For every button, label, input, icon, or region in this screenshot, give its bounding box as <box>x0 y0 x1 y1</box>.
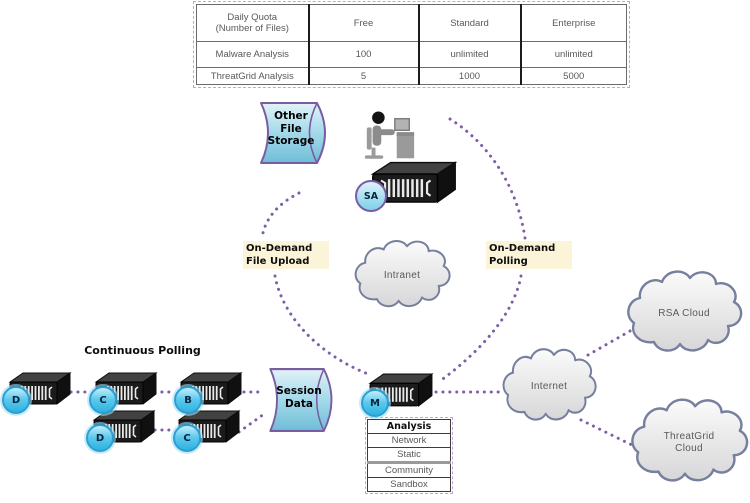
threatgrid-free-value: 5 <box>307 67 420 85</box>
list-item: Static <box>367 447 451 463</box>
analysis-sandbox: Sandbox <box>367 477 451 492</box>
list-item: Sandbox <box>367 477 451 492</box>
quota-header-enterprise: Enterprise <box>519 4 627 42</box>
sa-node-badge: SA <box>355 180 387 212</box>
rsa-cloud: RSA Cloud <box>658 307 710 319</box>
arc-upload-label-to-m <box>273 274 370 376</box>
internet-cloud: Internet <box>530 380 568 392</box>
analysis-network: Network <box>367 433 451 448</box>
person-at-desk-icon <box>364 110 415 160</box>
intranet-cloud: Intranet <box>383 269 421 281</box>
decoder-node-badge: D <box>86 424 114 452</box>
m-node-badge: M <box>361 389 389 417</box>
arc-sa-to-polling-label <box>448 117 527 240</box>
threatgrid-cloud: ThreatGrid Cloud <box>663 430 715 455</box>
analysis-static: Static <box>367 447 451 463</box>
quota-header-standard: Standard <box>417 4 522 42</box>
malware-analysis-label: Malware Analysis <box>196 41 310 68</box>
malware-enterprise-value: unlimited <box>519 41 627 68</box>
table-row: Malware Analysis 100 unlimited unlimited <box>196 41 627 68</box>
analysis-header: Analysis <box>367 419 451 434</box>
on-demand-file-upload-label: On-Demand File Upload <box>243 241 329 269</box>
decoder-node-badge: D <box>2 386 30 414</box>
broker-node-badge: B <box>174 386 202 414</box>
session-data-shape: Session Data <box>276 385 322 410</box>
threatgrid-standard-value: 1000 <box>417 67 522 85</box>
analysis-community: Community <box>367 461 451 478</box>
other-file-storage-shape: Other File Storage <box>267 110 315 148</box>
analysis-methods-table: Analysis Network Static Community Sandbo… <box>365 417 453 494</box>
arc-polling-label-to-m <box>438 274 523 383</box>
arc-storage-to-upload-label <box>260 191 301 240</box>
threatgrid-analysis-label: ThreatGrid Analysis <box>196 67 310 85</box>
quota-header-free: Free <box>307 4 420 42</box>
list-item: Community <box>367 461 451 478</box>
list-item: Network <box>367 433 451 448</box>
quota-header-daily-quota: Daily Quota (Number of Files) <box>196 4 310 42</box>
threatgrid-enterprise-value: 5000 <box>519 67 627 85</box>
malware-free-value: 100 <box>307 41 420 68</box>
malware-standard-value: unlimited <box>417 41 522 68</box>
table-row: ThreatGrid Analysis 5 1000 5000 <box>196 67 627 85</box>
on-demand-polling-label: On-Demand Polling <box>486 241 572 269</box>
concentrator-node-badge: C <box>89 386 117 414</box>
daily-quota-table: Daily Quota (Number of Files) Free Stand… <box>193 1 630 88</box>
continuous-polling-label: Continuous Polling <box>84 344 201 357</box>
concentrator-node-badge: C <box>173 424 201 452</box>
